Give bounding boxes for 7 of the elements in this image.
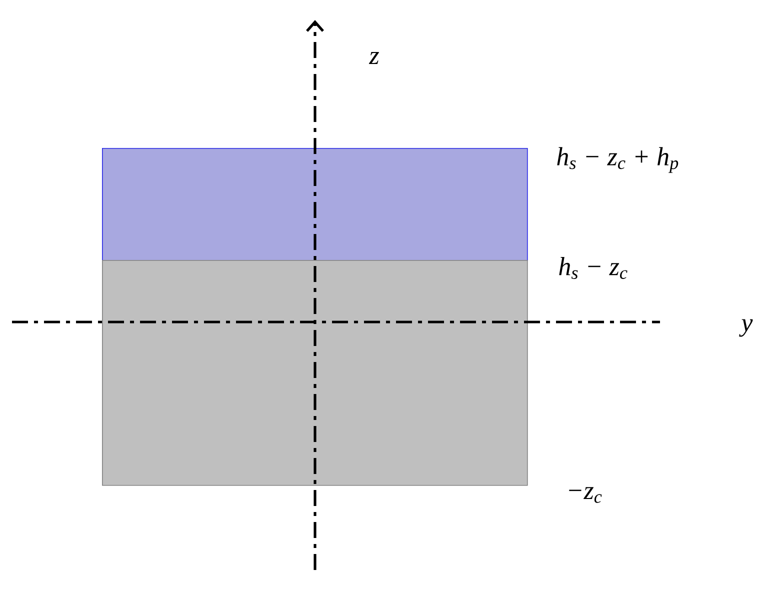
level-label: h$_{s}$ − z$_{c}$ + h$_{p}$ xyxy=(557,147,678,173)
layer-rect xyxy=(102,148,528,261)
level-label: −z$_{c}$ xyxy=(569,487,602,503)
y-axis-label: y xyxy=(739,319,753,337)
z-axis-label: z xyxy=(368,52,379,64)
substrate-rect xyxy=(102,260,528,486)
level-label: h$_{s}$ − z$_{c}$ xyxy=(559,257,628,279)
